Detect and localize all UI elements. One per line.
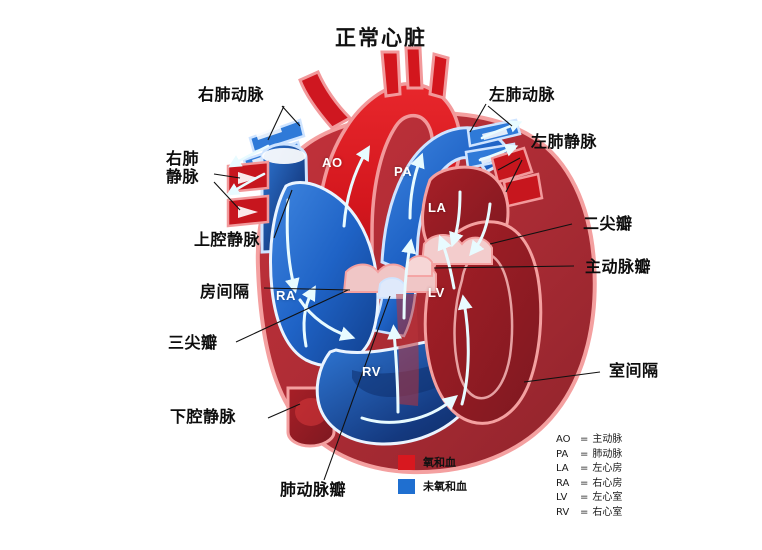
- left-pulmonary-veins: [490, 146, 544, 208]
- callout-tricuspid-valve: 三尖瓣: [168, 333, 218, 352]
- callout-pulmonary-valve: 肺动脉瓣: [280, 480, 347, 499]
- abbrev-eq-ra: =: [580, 477, 589, 489]
- abbrev-code-ra: RA: [556, 477, 570, 489]
- left-ventricle-cavity: [423, 220, 543, 425]
- abbrev-eq-pa: =: [580, 448, 589, 460]
- abbrev-code-la: LA: [556, 463, 569, 474]
- abbrev-term-ra: 右心房: [592, 477, 623, 489]
- callout-ventricular-septum: 室间隔: [609, 361, 659, 380]
- pulmonary-artery-tag: PA: [394, 164, 413, 179]
- abbrev-eq-rv: =: [580, 506, 589, 518]
- abbrev-eq-la: =: [580, 463, 589, 474]
- legend-item-deoxygenated: 未氧和血: [398, 476, 467, 496]
- abbrev-row-rv: RV = 右心室: [556, 506, 622, 521]
- abbrev-eq-lv: =: [580, 492, 589, 503]
- callout-right-pulmonary-vein: 右肺 静脉: [166, 149, 200, 187]
- abbrev-code-lv: LV: [556, 492, 568, 503]
- abbrev-code-ao: AO: [556, 434, 571, 445]
- legend-swatch-deoxygenated: [398, 478, 415, 494]
- page-title: 正常心脏: [335, 26, 427, 50]
- aorta-tag: AO: [322, 155, 343, 170]
- callout-atrial-septum: 房间隔: [200, 282, 250, 301]
- abbrev-eq-ao: =: [580, 434, 589, 445]
- blood-flow-arrows: [226, 120, 523, 424]
- abbrev-term-la: 左心房: [592, 463, 623, 474]
- left-ventricle-tag: LV: [428, 285, 445, 300]
- septum-structures: [396, 294, 419, 406]
- callout-superior-vena-cava: 上腔静脉: [194, 230, 261, 249]
- callout-leader-lines: [213, 103, 601, 481]
- abbrev-row-ao: AO = 主动脉: [556, 433, 622, 448]
- legend-label-oxygenated: 氧和血: [423, 456, 456, 469]
- abbrev-term-rv: 右心室: [592, 506, 623, 518]
- abbrev-code-rv: RV: [556, 506, 570, 518]
- abbrev-term-ao: 主动脉: [592, 434, 623, 445]
- left-atrium-tag: LA: [428, 200, 447, 215]
- right-atrium-cavity: [269, 181, 380, 368]
- abbrev-row-lv: LV = 左心室: [556, 491, 622, 506]
- abbreviation-key: AO = 主动脉 PA = 肺动脉 LA = 左心房 RA = 右心房 LV =…: [556, 433, 622, 520]
- legend-label-deoxygenated: 未氧和血: [423, 480, 467, 493]
- right-ventricle-tag: RV: [362, 364, 382, 379]
- callout-right-pulmonary-artery: 右肺动脉: [198, 85, 265, 104]
- abbrev-row-ra: RA = 右心房: [556, 477, 622, 492]
- callout-mitral-valve: 二尖瓣: [583, 214, 633, 233]
- abbrev-row-la: LA = 左心房: [556, 462, 622, 477]
- callout-left-pulmonary-artery: 左肺动脉: [489, 85, 556, 104]
- abbrev-code-pa: PA: [556, 448, 569, 460]
- right-atrium-tag: RA: [276, 288, 296, 303]
- abbrev-term-pa: 肺动脉: [592, 448, 623, 460]
- legend-swatch-oxygenated: [398, 454, 415, 470]
- callout-left-pulmonary-vein: 左肺静脉: [531, 132, 598, 151]
- abbrev-term-lv: 左心室: [592, 492, 623, 503]
- abbrev-row-pa: PA = 肺动脉: [556, 448, 622, 463]
- legend-item-oxygenated: 氧和血: [398, 452, 467, 472]
- legend: 氧和血 未氧和血: [398, 452, 467, 500]
- callout-aortic-valve: 主动脉瓣: [585, 257, 652, 276]
- callout-inferior-vena-cava: 下腔静脉: [170, 407, 237, 426]
